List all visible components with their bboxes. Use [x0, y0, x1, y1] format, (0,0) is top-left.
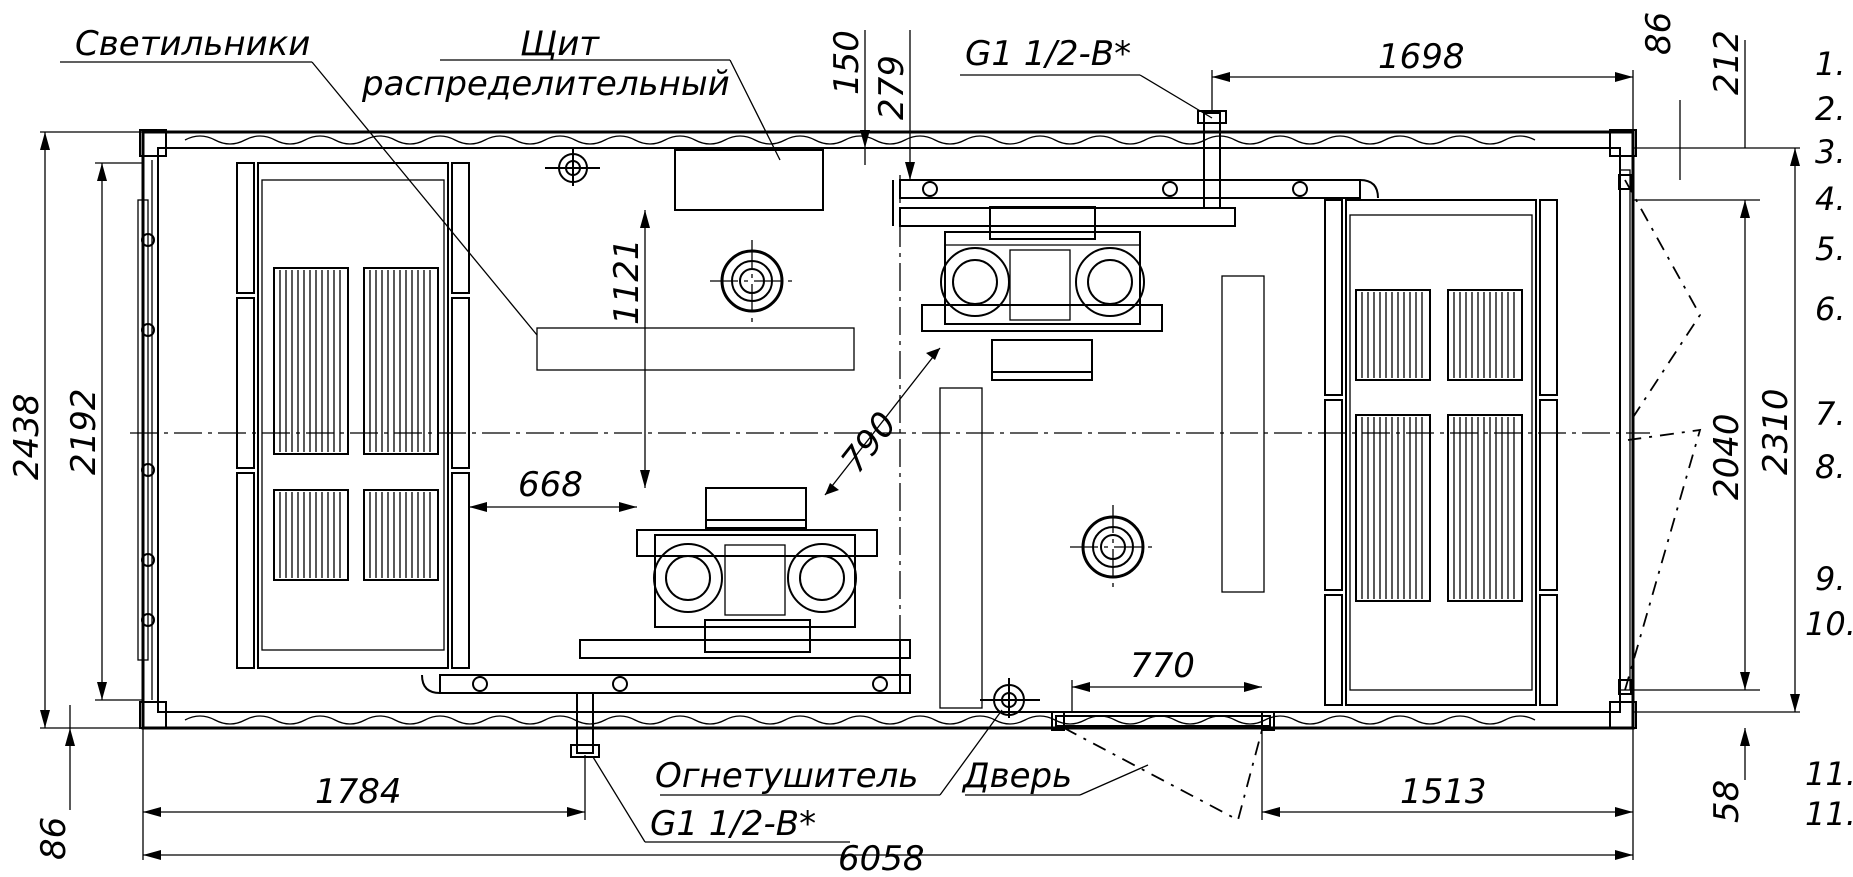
dim-1121: 1121 — [607, 238, 647, 325]
right-fan-grilles — [1355, 289, 1523, 602]
right-cooler-unit — [1324, 199, 1558, 706]
dim-1698: 1698 — [1378, 37, 1465, 77]
row-marker-3: 3. — [1815, 133, 1846, 171]
wall-fitting-top — [545, 148, 600, 186]
dim-1513: 1513 — [1400, 772, 1487, 812]
dimension-lines — [40, 30, 1800, 860]
dim-790: 790 — [834, 405, 905, 481]
dim-6058: 6058 — [838, 839, 925, 877]
pump-unit-lower — [636, 487, 878, 653]
row-marker-10: 10. — [1805, 605, 1853, 643]
row-marker-7: 7. — [1815, 395, 1846, 433]
container-outline — [137, 129, 1637, 730]
label-pipe-top: G1 1/2-B* — [965, 34, 1131, 74]
dim-770: 770 — [1130, 646, 1195, 686]
row-marker-11a: 11. — [1805, 755, 1853, 793]
end-door-swing — [1624, 179, 1702, 691]
row-marker-9: 9. — [1815, 560, 1846, 598]
left-cooler-unit — [236, 162, 470, 669]
dim-2310: 2310 — [1756, 388, 1796, 475]
side-door — [1051, 711, 1275, 822]
label-door: Дверь — [961, 756, 1072, 796]
row-marker-5: 5. — [1815, 230, 1846, 268]
dim-212: 212 — [1707, 30, 1747, 95]
dim-1784: 1784 — [315, 772, 402, 812]
dim-279: 279 — [872, 55, 912, 120]
label-pipe-bottom: G1 1/2-B* — [650, 804, 816, 844]
row-marker-2: 2. — [1815, 90, 1846, 128]
fire-extinguisher — [980, 678, 1040, 718]
dim-86-bottom: 86 — [34, 817, 74, 860]
row-marker-6: 6. — [1815, 290, 1846, 328]
left-fan-grilles — [273, 267, 439, 581]
row-marker-4: 4. — [1815, 180, 1846, 218]
pipe-manifold-upper — [892, 110, 1379, 227]
distribution-panel — [674, 149, 824, 211]
label-extinguisher: Огнетушитель — [655, 756, 918, 796]
dim-58: 58 — [1707, 780, 1747, 823]
ceiling-lamps — [710, 240, 1155, 590]
light-fixtures — [536, 275, 1265, 709]
pipe-manifold-lower — [421, 639, 911, 758]
dim-2192: 2192 — [64, 388, 104, 475]
dim-2040: 2040 — [1707, 413, 1747, 500]
pump-unit-upper — [921, 206, 1163, 381]
label-panel-line1: Щит — [520, 24, 600, 64]
leader-lines — [60, 59, 1213, 843]
row-marker-11b: 11. — [1805, 795, 1853, 833]
dim-668: 668 — [518, 465, 583, 505]
label-lights: Светильники — [75, 24, 310, 64]
row-marker-1: 1. — [1815, 45, 1846, 83]
label-panel-line2: распределительный — [361, 64, 730, 104]
dim-150: 150 — [827, 30, 867, 95]
dim-86-top: 86 — [1639, 12, 1679, 55]
row-marker-8: 8. — [1815, 448, 1846, 486]
dim-2438: 2438 — [7, 393, 47, 480]
